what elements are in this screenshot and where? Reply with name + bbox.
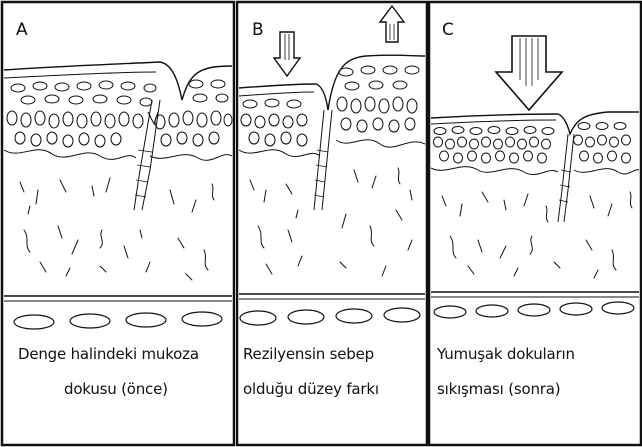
panel-b-caption-line2: olduğu düzey farkı [243,380,379,398]
up-arrow-icon [380,6,404,42]
down-arrow-icon [274,32,300,76]
panel-a-caption-line1: Denge halindeki mukoza [18,345,199,363]
panel-c-caption-line2: sıkışması (sonra) [437,380,560,398]
panel-c-label: C [442,20,454,40]
large-down-arrow-icon [496,36,562,110]
panel-c-caption-line1: Yumuşak dokuların [437,345,575,363]
panel-a-label: A [16,20,28,40]
panel-a-caption-line2: dokusu (önce) [64,380,168,398]
panel-b-caption-line1: Rezilyensin sebep [243,345,374,363]
panel-b-label: B [252,20,264,40]
